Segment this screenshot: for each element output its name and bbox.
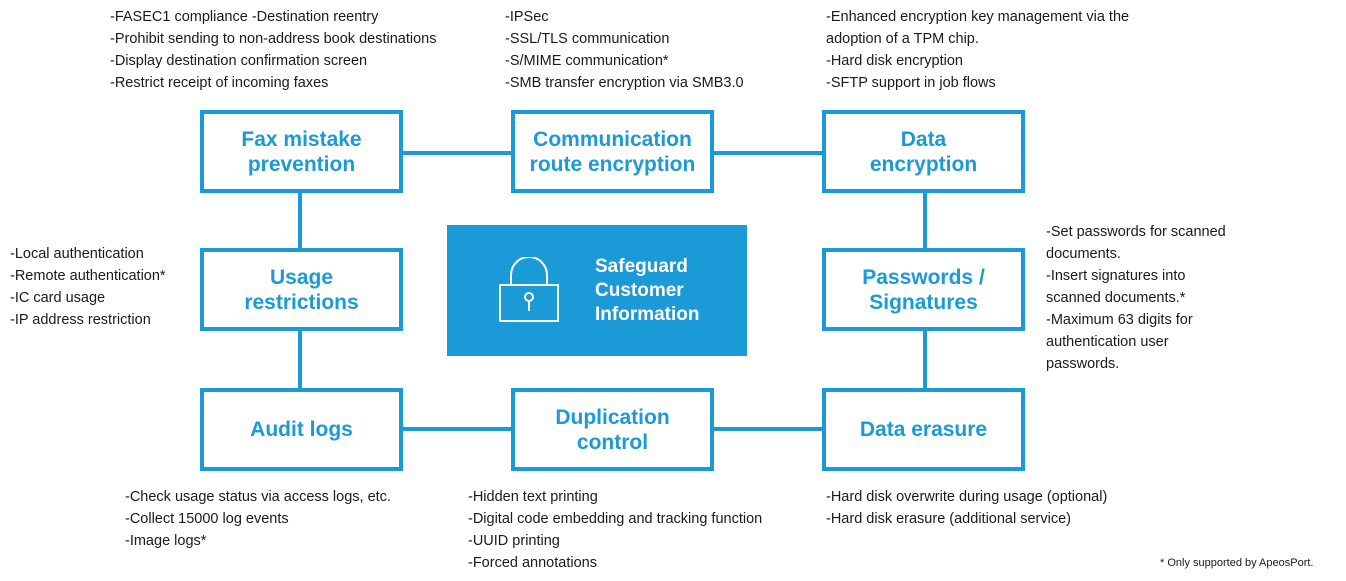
fax-mistake-prevention-box: Fax mistake prevention — [200, 110, 403, 193]
padlock-icon — [499, 257, 559, 322]
list-item: -Restrict receipt of incoming faxes — [110, 75, 329, 91]
list-item: -Remote authentication* — [10, 268, 166, 284]
list-item: -Maximum 63 digits for authentication us… — [1046, 312, 1193, 372]
communication-route-encryption-box: Communication route encryption — [511, 110, 714, 193]
list-item: -S/MIME communication* — [505, 53, 669, 69]
list-item: -Prohibit sending to non-address book de… — [110, 31, 437, 47]
list-item: -FASEC1 compliance -Destination reentry — [110, 9, 379, 25]
list-item: -IP address restriction — [10, 312, 151, 328]
list-item: -Image logs* — [125, 533, 207, 549]
list-item: -IPSec — [505, 9, 549, 25]
audit-logs-box: Audit logs — [200, 388, 403, 471]
audit-logs-label: Audit logs — [250, 418, 353, 441]
data-erasure-box: Data erasure — [822, 388, 1025, 471]
passwords-signatures-label: Passwords / Signatures — [862, 265, 985, 314]
duplication-notes: -Hidden text printing -Digital code embe… — [468, 486, 762, 574]
audit-notes: -Check usage status via access logs, etc… — [125, 486, 391, 552]
list-item: -IC card usage — [10, 290, 106, 306]
data-erasure-label: Data erasure — [859, 418, 988, 441]
usage-notes: -Local authentication -Remote authentica… — [10, 243, 166, 331]
duplication-control-box: Duplication control — [511, 388, 714, 471]
list-item: -SFTP support in job flows — [826, 75, 996, 91]
communication-notes: -IPSec -SSL/TLS communication -S/MIME co… — [505, 6, 744, 94]
usage-restrictions-box: Usage restrictions — [200, 248, 403, 331]
erasure-notes: -Hard disk overwrite during usage (optio… — [826, 486, 1107, 530]
list-item: -Set passwords for scanned documents. — [1046, 224, 1226, 262]
list-item: -Hard disk encryption — [826, 53, 963, 69]
data-encryption-box: Data encryption — [822, 110, 1025, 193]
usage-restrictions-label: Usage restrictions — [244, 265, 359, 314]
passwords-signatures-box: Passwords / Signatures — [822, 248, 1025, 331]
list-item: -SSL/TLS communication — [505, 31, 670, 47]
footnote: * Only supported by ApeosPort. — [1160, 557, 1314, 569]
list-item: -Insert signatures into scanned document… — [1046, 268, 1186, 306]
center-title: Safeguard Customer Information — [595, 256, 700, 325]
list-item: -Check usage status via access logs, etc… — [125, 489, 391, 505]
list-item: -Digital code embedding and tracking fun… — [468, 511, 763, 527]
communication-route-encryption-label: Communication route encryption — [529, 127, 696, 176]
duplication-control-label: Duplication control — [555, 405, 670, 454]
list-item: -Hard disk erasure (additional service) — [826, 511, 1071, 527]
list-item: -Display destination confirmation screen — [110, 53, 368, 69]
data-encryption-notes: -Enhanced encryption key management via … — [826, 6, 1129, 94]
safeguard-center-panel: Safeguard Customer Information — [447, 225, 747, 356]
data-encryption-label: Data encryption — [869, 127, 978, 176]
list-item: -Collect 15000 log events — [125, 511, 289, 527]
list-item: -Forced annotations — [468, 555, 597, 571]
list-item: -Hard disk overwrite during usage (optio… — [826, 489, 1108, 505]
list-item: -SMB transfer encryption via SMB3.0 — [505, 75, 744, 91]
list-item: -Local authentication — [10, 246, 144, 262]
list-item: -Hidden text printing — [468, 489, 598, 505]
list-item: -UUID printing — [468, 533, 560, 549]
list-item: -Enhanced encryption key management via … — [826, 9, 1130, 47]
fax-mistake-prevention-label: Fax mistake prevention — [241, 127, 362, 176]
passwords-notes: -Set passwords for scanned documents. -I… — [1046, 221, 1226, 375]
fax-notes: -FASEC1 compliance -Destination reentry … — [110, 6, 436, 94]
